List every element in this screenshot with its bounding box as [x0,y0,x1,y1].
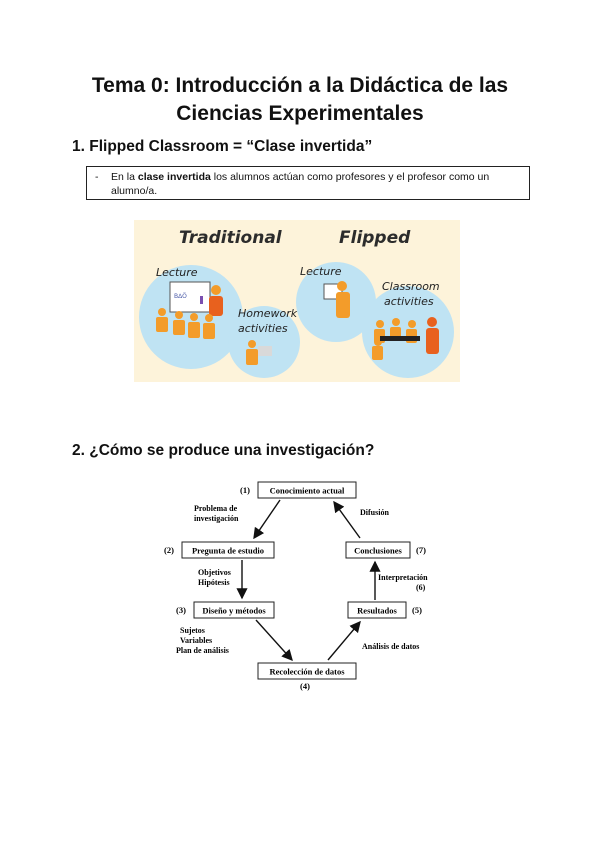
box-conocimiento [257,481,357,499]
label-lecture-left: Lecture [156,266,198,279]
box-conclusiones-label: Conclusiones [354,546,402,556]
label-variables: Variables [180,636,212,645]
table [380,336,420,341]
flipped-classroom-illustration: Traditional Flipped Lecture B∆Ö Homework… [134,220,460,382]
title-line-2: Ciencias Experimentales [176,102,424,125]
label-difusion: Difusión [360,508,389,517]
num-6: (6) [416,583,426,592]
label-homework-2: activities [238,322,288,335]
arrow-7-to-1 [333,500,361,539]
label-plan-analisis: Plan de análisis [176,646,229,655]
label-lecture-right: Lecture [300,265,342,278]
arrow-3-to-4 [255,619,293,662]
box-pregunta [181,541,275,559]
label-homework-1: Homework [238,307,298,320]
num-2: (2) [164,545,174,555]
num-1: (1) [240,485,250,495]
research-cycle-diagram: Conocimiento actual (1) Pregunta de estu… [164,481,428,691]
label-problema-1: Problema de [194,504,238,513]
student-figure-right [336,281,350,318]
note-text-bold: clase invertida [137,171,211,183]
label-problema-2: investigación [194,514,239,523]
label-interpretacion: Interpretación [378,573,428,582]
whiteboard-text: B∆Ö [174,293,187,300]
box-recoleccion-label: Recolección de datos [269,667,345,677]
num-3: (3) [176,605,186,615]
arrow-4-to-5 [327,620,361,661]
definition-box: - En la clase invertida los alumnos actú… [86,166,530,200]
box-pregunta-label: Pregunta de estudio [192,546,264,556]
num-7: (7) [416,545,426,555]
num-5: (5) [412,605,422,615]
box-diseno [193,601,275,619]
whiteboard [169,281,211,313]
section-heading-1: 1. Flipped Classroom = “Clase invertida” [72,138,373,155]
label-sujetos: Sujetos [180,626,205,635]
document-title: Tema 0: Introducción a la Didáctica de l… [40,72,560,128]
student-group-left [156,308,215,339]
label-hipotesis: Hipótesis [198,578,230,587]
teacher-figure-right [426,317,439,354]
box-recoleccion [257,662,357,680]
box-resultados [347,601,407,619]
box-resultados-label: Resultados [357,606,397,616]
homework-student [246,340,272,365]
label-classroom-1: Classroom [382,280,440,293]
label-classroom-2: activities [384,295,434,308]
bullet-dash: - [95,171,99,183]
teacher-figure-left [209,285,223,316]
note-text-pre: En la [111,171,138,183]
label-flipped: Flipped [339,228,411,248]
box-conocimiento-label: Conocimiento actual [270,486,345,496]
num-4: (4) [300,681,310,691]
section-heading-2: 2. ¿Cómo se produce una investigación? [72,442,375,459]
title-line-1: Tema 0: Introducción a la Didáctica de l… [91,74,509,97]
label-analisis-datos: Análisis de datos [362,642,419,651]
whiteboard-bar [200,296,203,304]
box-conclusiones [345,541,411,559]
arrow-1-to-2 [253,499,281,540]
label-objetivos: Objetivos [198,568,231,577]
label-traditional: Traditional [179,228,283,248]
note-text-post: los alumnos actúan como profesores y el … [111,171,490,197]
box-diseno-label: Diseño y métodos [202,606,266,616]
